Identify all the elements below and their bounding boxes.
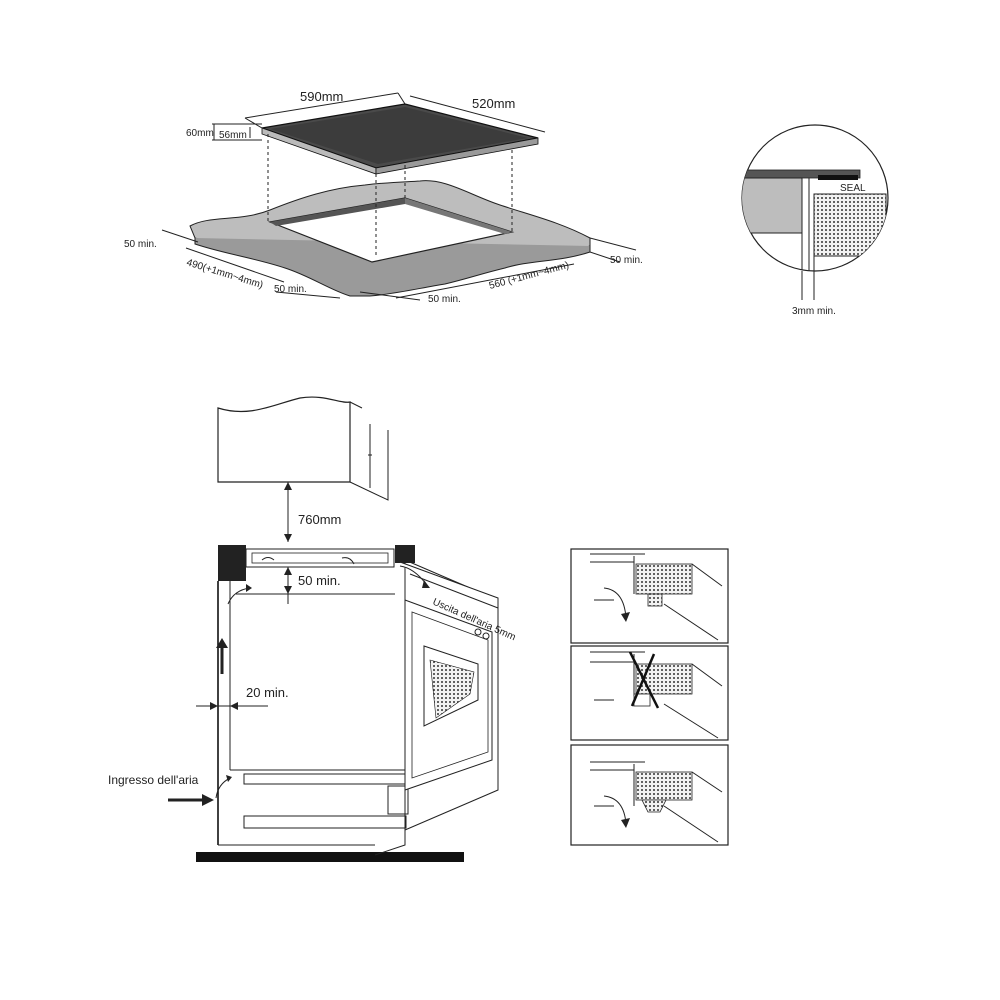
hob-depth-label: 520mm (472, 96, 515, 111)
front-clearance-label: 50 min. (274, 284, 307, 295)
side-clearance-label: 20 min. (246, 685, 289, 700)
panel-correct-2 (570, 744, 729, 846)
seal-label: SEAL (840, 183, 866, 194)
ventilation-panels (570, 548, 729, 846)
air-inlet-label: Ingresso dell'aria (108, 773, 199, 787)
range-hood (217, 396, 351, 483)
top-clearance-label: 50 min. (298, 573, 341, 588)
rear-clearance-label: 50 min. (428, 294, 461, 305)
right-clearance-label: 50 min. (610, 255, 643, 266)
cutout-depth-label: 490(+1mm~4mm) (185, 257, 264, 291)
panel-correct-1 (570, 548, 729, 644)
hob-height-label: 60mm (186, 128, 214, 139)
installation-section: 760mm 50 min. 20 min. Ingresso dell'aria (108, 396, 517, 862)
panel-wrong (570, 645, 729, 741)
hood-distance-label: 760mm (298, 512, 341, 527)
seal-gap-label: 3mm min. (792, 306, 836, 317)
hob-cutout-diagram: 590mm 520mm 60mm 56mm 50 min. 490(+1mm~4… (124, 89, 643, 305)
hob-width-label: 590mm (300, 89, 343, 104)
seal-detail: SEAL 3mm min. (741, 124, 889, 317)
left-clearance-label: 50 min. (124, 239, 157, 250)
hob-inner-height-label: 56mm (219, 130, 247, 141)
floor (196, 852, 464, 862)
